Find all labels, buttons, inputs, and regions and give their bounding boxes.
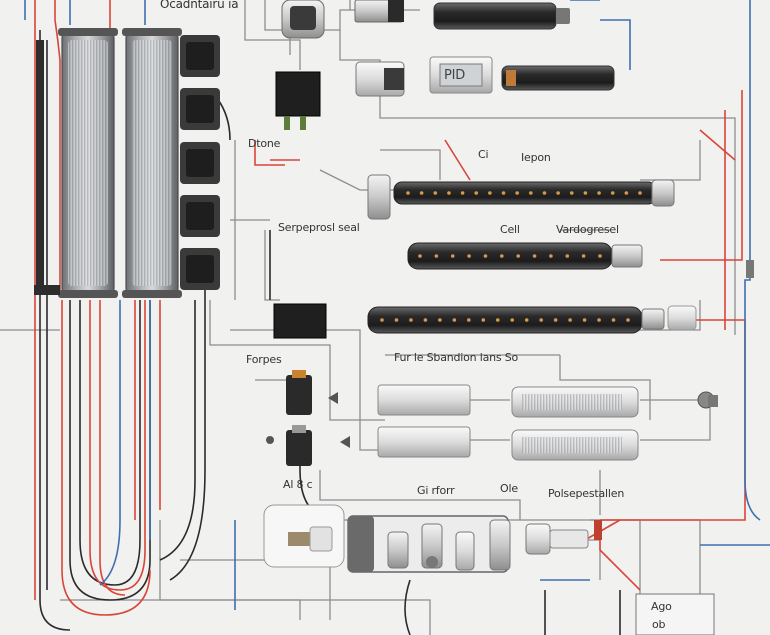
led-dot (394, 318, 399, 322)
label-dtone: Dtone (248, 137, 281, 150)
top-relay-block (354, 0, 404, 23)
sensor-block-2 (286, 425, 312, 466)
label-ali-8c: Al 8 c (283, 478, 313, 491)
led-dot (434, 254, 439, 258)
led-dot (581, 254, 586, 258)
led-dot (433, 191, 438, 195)
label-ob: ob (652, 618, 666, 631)
left-rail (34, 40, 60, 295)
led-dot (438, 318, 442, 322)
label-cell: Cell (500, 223, 520, 236)
led-dot (529, 191, 533, 195)
led-dot (500, 254, 504, 258)
display-module-text: PID (444, 68, 466, 83)
right-edge-components (708, 260, 754, 407)
led-dot (488, 191, 492, 195)
bottom-right-box (635, 593, 715, 635)
led-dot (483, 254, 488, 258)
led-dot (501, 191, 506, 195)
led-dot (611, 318, 616, 322)
led-dot (474, 191, 479, 195)
led-dot (495, 318, 500, 322)
column-connector-blocks (180, 35, 220, 290)
led-dot (450, 254, 455, 258)
glass-column-left (58, 28, 118, 298)
led-dot (539, 318, 543, 322)
led-dot (510, 318, 515, 322)
led-dot (380, 318, 384, 322)
led-dot (597, 318, 601, 322)
led-dot (638, 191, 642, 195)
top-tube (433, 2, 570, 30)
led-dot (409, 318, 413, 322)
label-serprosed: Serpeprosl seal (278, 221, 360, 234)
led-dot (524, 318, 529, 322)
led-dot (516, 254, 520, 258)
label-iepon: Iepon (521, 151, 551, 164)
led-dot (532, 254, 537, 258)
led-dot (582, 318, 587, 322)
led-strip-2 (407, 242, 643, 270)
label-forpes: Forpes (246, 353, 282, 366)
metal-panel-2 (511, 386, 715, 461)
top-connector-1 (281, 0, 325, 39)
led-dot (515, 191, 519, 195)
led-strip-1 (367, 174, 675, 220)
led-dot (447, 191, 451, 195)
led-dot (481, 318, 486, 322)
led-dot (624, 191, 629, 195)
metal-panel-1 (377, 384, 471, 458)
label-ci: Ci (478, 148, 489, 161)
led-dot (569, 191, 574, 195)
led-dot (597, 191, 601, 195)
sensor-block-1 (286, 370, 312, 415)
led-dot (568, 318, 572, 322)
label-ago: Ago (651, 600, 672, 613)
label-gi-rforr: Gi rforr (417, 484, 455, 497)
label-polsepestallen: Polsepestallen (548, 487, 625, 500)
led-dot (553, 318, 558, 322)
bottom-hub (263, 504, 602, 573)
led-dot (418, 254, 422, 258)
led-dot (419, 191, 424, 195)
led-dot (542, 191, 547, 195)
led-dot (467, 318, 471, 322)
led-dot (460, 191, 465, 195)
led-dot (423, 318, 428, 322)
label-ole: Ole (500, 482, 518, 495)
led-dot (583, 191, 588, 195)
label-fur-sabbro: Fur le Sbandion lans So (394, 351, 519, 364)
led-dot (467, 254, 471, 258)
led-strip-3 (367, 305, 697, 334)
label-top: Ocadntairu ia (160, 0, 239, 11)
square-box-1 (275, 71, 321, 130)
led-dot (549, 254, 553, 258)
led-dot (598, 254, 602, 258)
square-box-2 (273, 303, 327, 339)
small-tube (501, 65, 615, 91)
small-arrow-connectors (266, 392, 350, 448)
label-vardogresel: Vardogresel (556, 223, 619, 236)
led-dot (556, 191, 560, 195)
led-dot (626, 318, 630, 322)
usb-plug (355, 61, 405, 97)
blue-wires (24, 0, 770, 610)
display-module (429, 56, 493, 94)
led-dot (406, 191, 410, 195)
led-dot (565, 254, 570, 258)
glass-column-right (122, 28, 182, 298)
led-dot (452, 318, 457, 322)
led-dot (610, 191, 615, 195)
